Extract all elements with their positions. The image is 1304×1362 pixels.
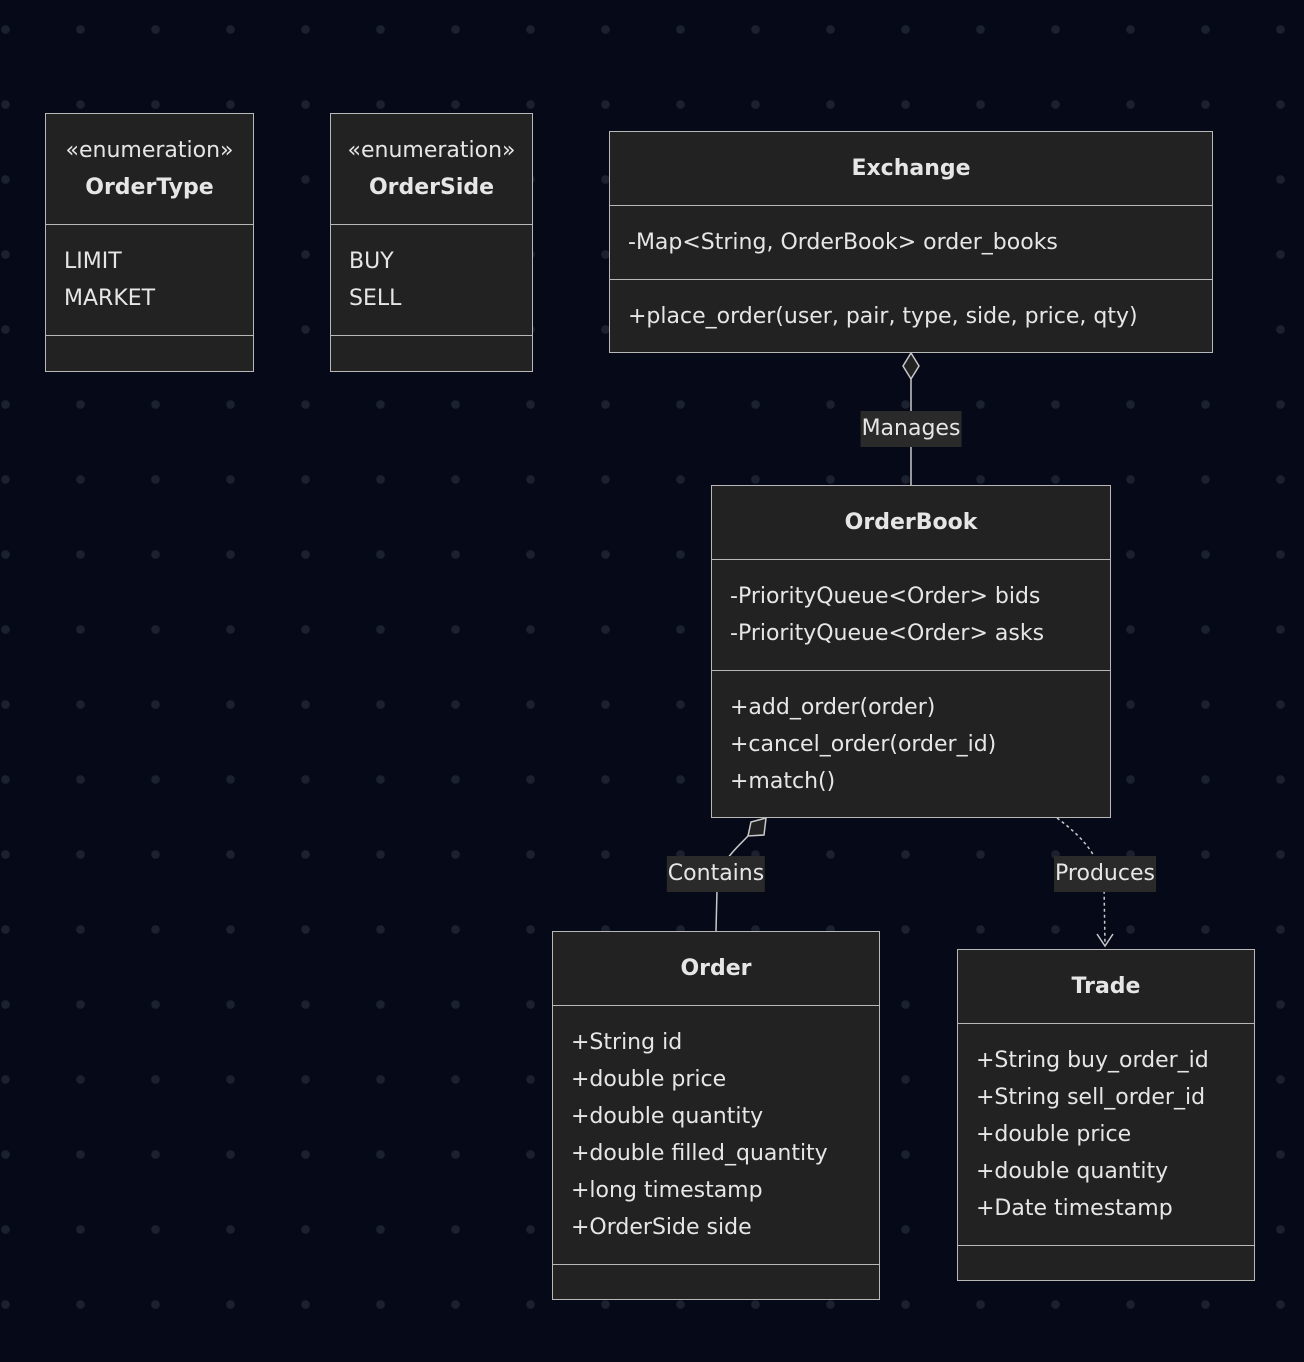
attributes-section: LIMIT MARKET [46, 225, 253, 336]
class-name: OrderBook [844, 510, 978, 535]
attribute-row: +OrderSide side [571, 1215, 752, 1240]
manages-aggregation-diamond [902, 351, 920, 381]
class-order: Order +String id +double price +double q… [552, 931, 880, 1300]
attribute-row: +double quantity [976, 1159, 1169, 1184]
methods-section: +place_order(user, pair, type, side, pri… [610, 280, 1212, 351]
attributes-section: +String buy_order_id +String sell_order_… [958, 1024, 1254, 1246]
attributes-section: -PriorityQueue<Order> bids -PriorityQueu… [712, 560, 1110, 671]
stereotype-label: «enumeration» [65, 138, 234, 163]
attribute-row: +double quantity [571, 1104, 764, 1129]
class-exchange: Exchange -Map<String, OrderBook> order_b… [609, 131, 1213, 353]
class-header: OrderBook [712, 486, 1110, 560]
stereotype-label: «enumeration» [347, 138, 516, 163]
attribute-row: +double filled_quantity [571, 1141, 828, 1166]
attribute-row: +double price [976, 1122, 1132, 1147]
class-header: Order [553, 932, 879, 1006]
attribute-row: +Date timestamp [976, 1196, 1173, 1221]
method-row: +match() [730, 769, 836, 794]
method-row: +place_order(user, pair, type, side, pri… [628, 304, 1138, 329]
attribute-row: +String id [571, 1030, 683, 1055]
attribute-row: -PriorityQueue<Order> asks [730, 621, 1045, 646]
attribute-row: +double price [571, 1067, 727, 1092]
class-name: OrderSide [368, 175, 495, 200]
enum-value: SELL [349, 286, 402, 311]
class-orderbook: OrderBook -PriorityQueue<Order> bids -Pr… [711, 485, 1111, 818]
class-header: «enumeration» OrderSide [331, 114, 532, 225]
attribute-row: +long timestamp [571, 1178, 763, 1203]
contains-aggregation-diamond [747, 816, 767, 837]
class-name: Exchange [851, 156, 971, 181]
contains-label: Contains [666, 856, 766, 892]
class-orderside: «enumeration» OrderSide BUY SELL [330, 113, 533, 372]
produces-arrowhead [1096, 933, 1114, 948]
methods-section [331, 336, 532, 371]
methods-section [46, 336, 253, 371]
methods-section: +add_order(order) +cancel_order(order_id… [712, 671, 1110, 816]
enum-value: MARKET [64, 286, 156, 311]
methods-section [553, 1265, 879, 1298]
class-ordertype: «enumeration» OrderType LIMIT MARKET [45, 113, 254, 372]
class-header: Trade [958, 950, 1254, 1024]
attributes-section: BUY SELL [331, 225, 532, 336]
attributes-section: +String id +double price +double quantit… [553, 1006, 879, 1265]
enum-value: LIMIT [64, 249, 122, 274]
attribute-row: +String buy_order_id [976, 1048, 1209, 1073]
attribute-row: +String sell_order_id [976, 1085, 1206, 1110]
method-row: +add_order(order) [730, 695, 936, 720]
methods-section [958, 1246, 1254, 1279]
class-name: Order [680, 956, 752, 981]
class-name: OrderType [85, 175, 214, 200]
attributes-section: -Map<String, OrderBook> order_books [610, 206, 1212, 280]
enum-value: BUY [349, 249, 394, 274]
produces-label: Produces [1054, 856, 1156, 892]
class-trade: Trade +String buy_order_id +String sell_… [957, 949, 1255, 1281]
attribute-row: -Map<String, OrderBook> order_books [628, 230, 1058, 255]
class-name: Trade [1071, 974, 1141, 999]
class-header: Exchange [610, 132, 1212, 206]
attribute-row: -PriorityQueue<Order> bids [730, 584, 1041, 609]
method-row: +cancel_order(order_id) [730, 732, 997, 757]
manages-label: Manages [860, 411, 962, 447]
class-header: «enumeration» OrderType [46, 114, 253, 225]
